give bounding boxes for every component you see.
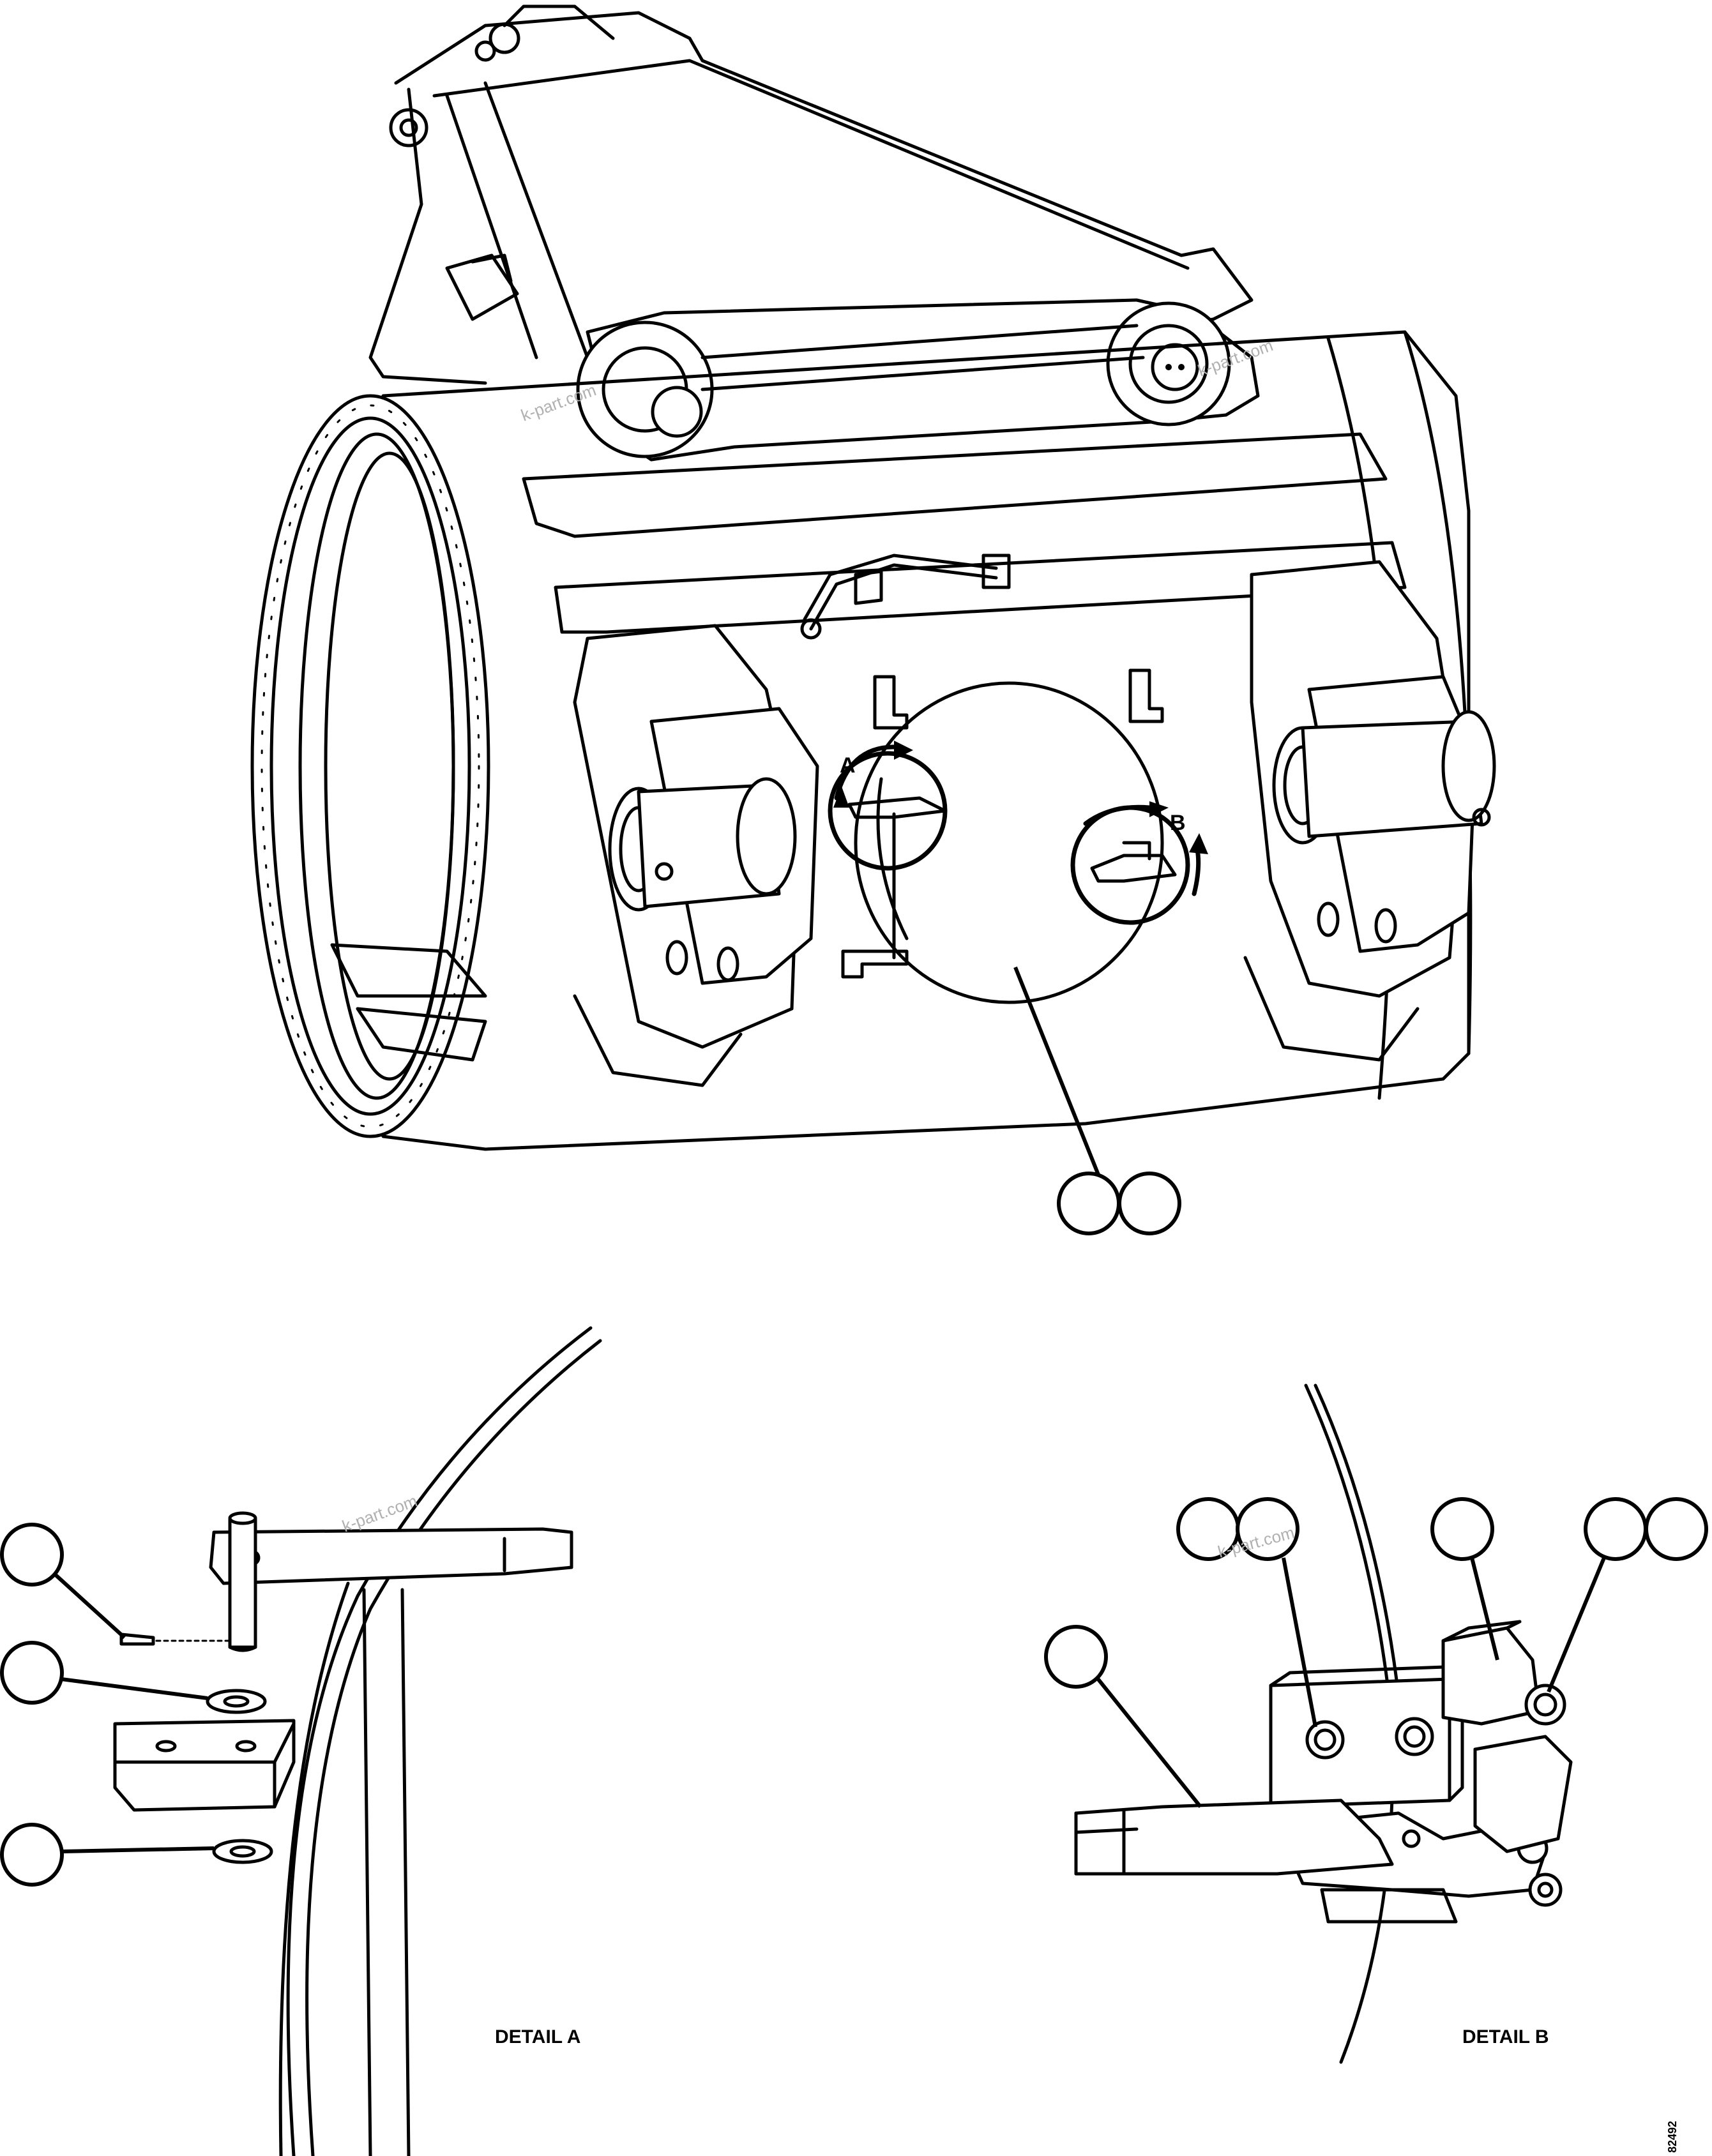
item-balloon xyxy=(0,1641,64,1705)
item-balloon xyxy=(1044,1625,1108,1689)
rotation-arrow-a xyxy=(834,744,897,801)
item-balloon xyxy=(0,1523,64,1587)
detail-a-caption: DETAIL A xyxy=(495,2026,580,2047)
item-balloon xyxy=(1584,1497,1648,1561)
detail-a-callout-circle xyxy=(828,751,948,871)
item-balloon xyxy=(1117,1172,1181,1235)
detail-b-marker: B xyxy=(1170,811,1186,835)
item-balloon xyxy=(0,1823,64,1887)
main-assembly: A B k-part.com k-part.com xyxy=(250,4,1496,1235)
detail-b-caption: DETAIL B xyxy=(1462,2026,1549,2047)
item-balloon xyxy=(1644,1497,1708,1561)
figure-code: 82492 xyxy=(1666,2121,1679,2153)
rim-bolt-holes xyxy=(261,404,480,1128)
item-balloon xyxy=(1236,1497,1299,1561)
detail-a: k-part.com DETAIL A xyxy=(0,1326,602,2156)
detail-b: k-part.com DETAIL B xyxy=(1044,1383,1708,2064)
detail-a-marker: A xyxy=(840,753,856,778)
item-balloon xyxy=(1430,1497,1494,1561)
item-balloon xyxy=(1057,1172,1121,1235)
rotation-arrow-b xyxy=(1083,804,1152,826)
